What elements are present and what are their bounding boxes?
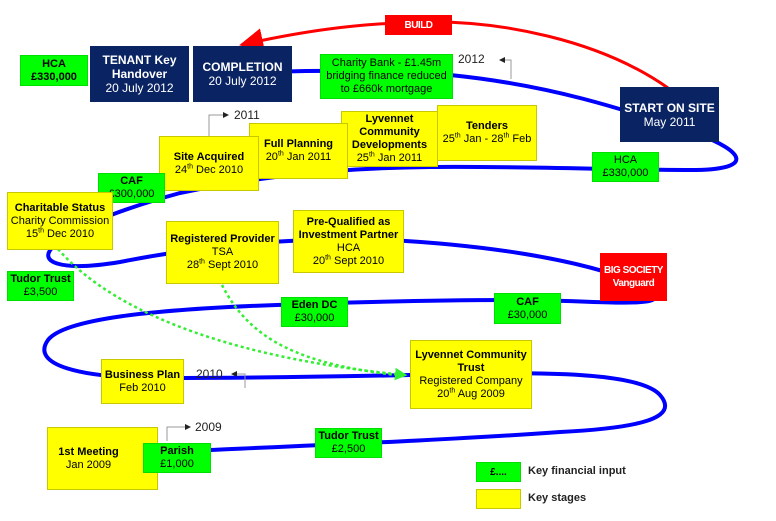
- financial-input-tudor-trust-2500: Tudor Trust £2,500: [315, 428, 382, 458]
- year-label-2011: 2011: [234, 108, 260, 122]
- legend-swatch-key-stages: [476, 489, 521, 509]
- year-label-2010: 2010: [196, 367, 223, 381]
- milestone-tenant-handover: TENANT Key Handover 20 July 2012: [90, 46, 189, 102]
- key-stage-tenders: Tenders 25th Jan - 28th Feb: [437, 105, 537, 161]
- milestone-start-on-site: START ON SITE May 2011: [620, 87, 719, 142]
- year-2010-indicator: [231, 371, 246, 388]
- key-stage-charitable-status: Charitable Status Charity Commission 15t…: [7, 192, 113, 250]
- key-stage-pre-qualified: Pre-Qualified as Investment Partner HCA …: [293, 210, 404, 273]
- key-stage-first-meeting: 1st Meeting Jan 2009: [47, 427, 158, 490]
- financial-input-tudor-trust-3500: Tudor Trust £3,500: [7, 271, 74, 301]
- build-label: BUILD: [385, 15, 452, 35]
- key-stage-business-plan: Business Plan Feb 2010: [101, 359, 184, 404]
- key-stage-full-planning: Full Planning 20th Jan 2011: [249, 123, 348, 179]
- year-2009-indicator: [166, 424, 191, 441]
- financial-input-charity-bank: Charity Bank - £1.45m bridging finance r…: [320, 54, 453, 99]
- legend-label-key-stages: Key stages: [528, 492, 587, 504]
- financial-input-hca-top: HCA £330,000: [20, 55, 88, 86]
- key-stage-registered-provider: Registered Provider TSA 28th Sept 2010: [166, 221, 279, 284]
- milestone-completion: COMPLETION 20 July 2012: [193, 46, 292, 102]
- financial-input-caf-30000: CAF £30,000: [494, 293, 561, 324]
- year-2011-indicator: [208, 112, 229, 136]
- legend-swatch-financial: £....: [476, 462, 521, 482]
- year-label-2009: 2009: [195, 420, 222, 434]
- legend-label-financial: Key financial input: [528, 465, 626, 477]
- connector-charitable-status: [57, 248, 408, 381]
- key-stage-lyvennet-community-trust: Lyvennet Community Trust Registered Comp…: [410, 340, 532, 409]
- year-2012-indicator: [499, 57, 512, 79]
- financial-input-hca-right: HCA £330,000: [592, 152, 659, 182]
- financial-input-caf-300000: CAF £300,000: [98, 173, 165, 203]
- big-society-vanguard: BIG SOCIETY Vanguard: [600, 253, 667, 301]
- key-stage-site-acquired: Site Acquired 24th Dec 2010: [159, 136, 259, 191]
- financial-input-parish: Parish £1,000: [143, 443, 211, 473]
- build-arrow: [239, 20, 669, 90]
- key-stage-lyvennet-community-developments: Lyvennet Community Developments 25th Jan…: [341, 111, 438, 167]
- financial-input-eden-dc: Eden DC £30,000: [281, 297, 348, 327]
- year-label-2012: 2012: [458, 52, 485, 66]
